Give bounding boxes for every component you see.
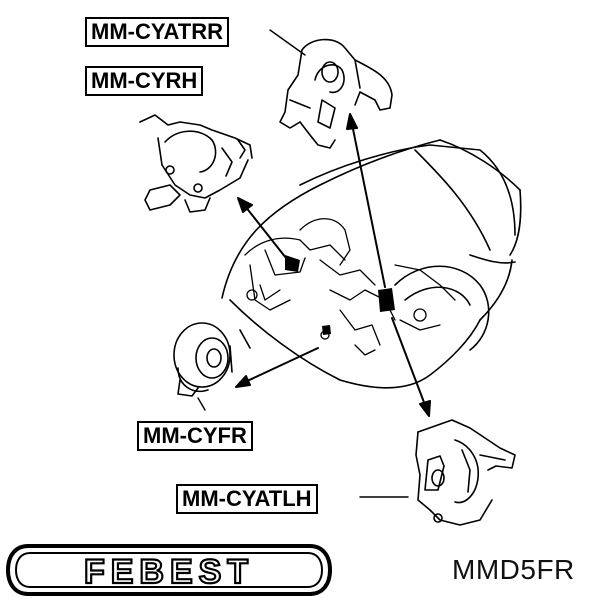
right-mount-drawing bbox=[139, 114, 253, 213]
engine-components bbox=[244, 218, 456, 356]
front-mount-drawing bbox=[173, 322, 233, 397]
febest-logo: FEBEST bbox=[5, 544, 333, 596]
car-body-outline bbox=[221, 139, 522, 389]
label-front-mount: MM-CYFR bbox=[137, 421, 253, 451]
left-mount-drawing bbox=[415, 419, 516, 526]
label-rear-mount: MM-CYATRR bbox=[85, 17, 229, 47]
label-left-mount: MM-CYATLH bbox=[176, 484, 318, 514]
label-right-mount: MM-CYRH bbox=[85, 66, 204, 96]
pointer-arrows bbox=[235, 113, 431, 417]
svg-text:FEBEST: FEBEST bbox=[84, 553, 254, 591]
part-number: MMD5FR bbox=[452, 554, 575, 585]
rear-mount-drawing bbox=[279, 38, 393, 149]
leader-lines bbox=[197, 29, 409, 498]
